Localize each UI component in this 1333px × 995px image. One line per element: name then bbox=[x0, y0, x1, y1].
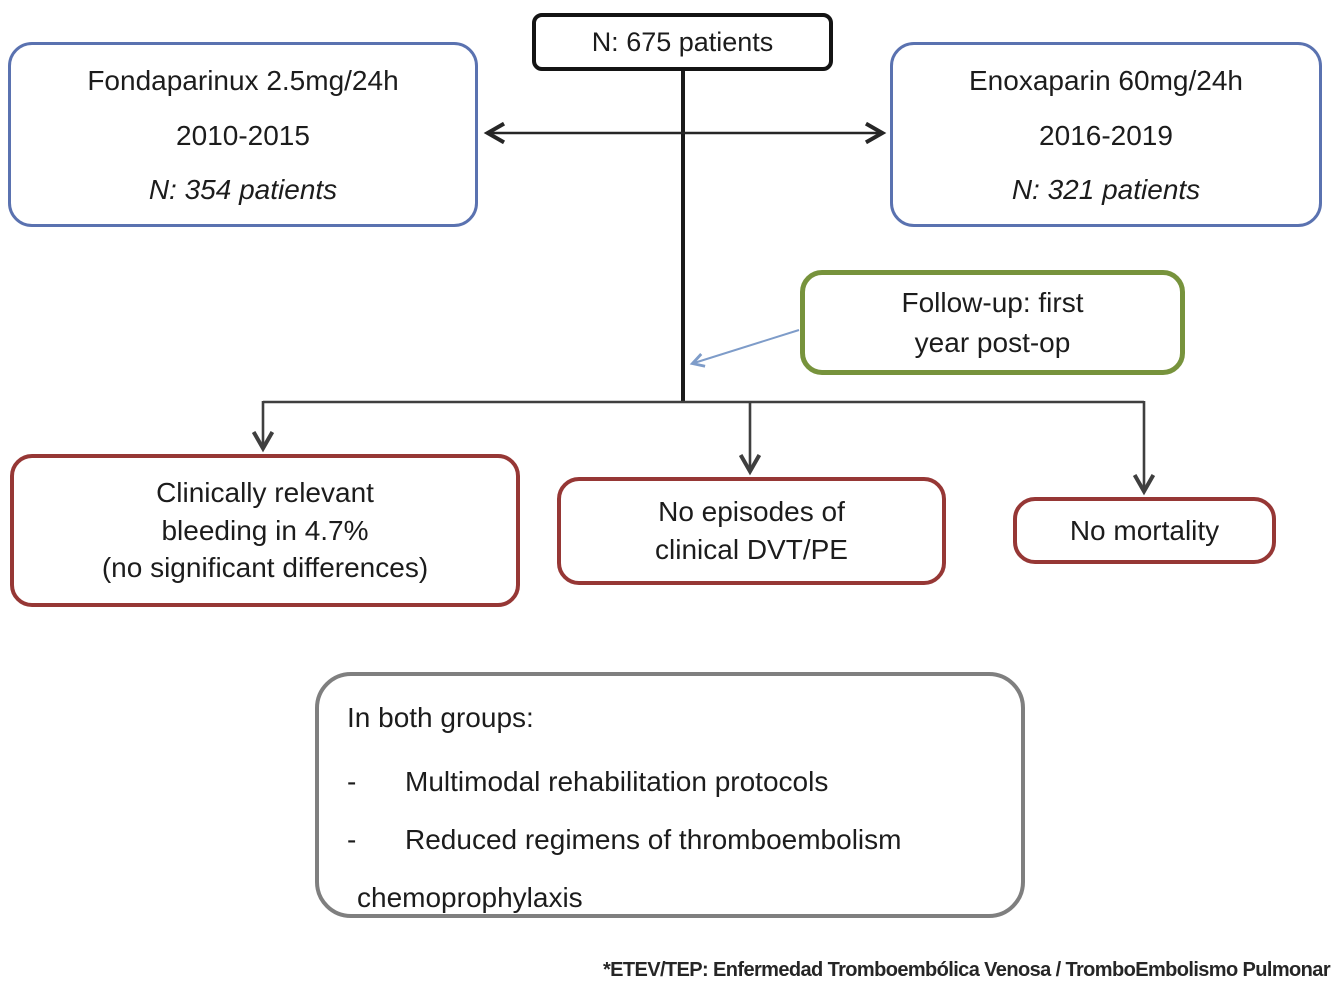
fondaparinux-years-label: 2010-2015 bbox=[176, 119, 310, 151]
note-bullet-rehabilitation-text: Multimodal rehabilitation protocols bbox=[405, 766, 829, 797]
abbreviation-footnote: *ETEV/TEP: Enfermedad Tromboembólica Ven… bbox=[602, 959, 1331, 981]
both-groups-note-box: In both groups: - Multimodal rehabilitat… bbox=[315, 672, 1025, 918]
bleeding-outcome-line3: (no significant differences) bbox=[101, 552, 429, 584]
followup-label-line1: Follow-up: first bbox=[901, 287, 1084, 319]
followup-pointer-arrow bbox=[689, 329, 800, 368]
bleeding-outcome-line1: Clinically relevant bbox=[156, 476, 374, 508]
bleeding-outcome-line2: bleeding in 4.7% bbox=[161, 514, 369, 546]
total-patients-box: N: 675 patients bbox=[532, 13, 833, 71]
note-bullet-chemoprophylaxis: - Reduced regimens of thromboembolism bbox=[347, 824, 1001, 856]
fondaparinux-drug-label: Fondaparinux 2.5mg/24h bbox=[87, 65, 399, 96]
dvt-pe-outcome-line1: No episodes of bbox=[658, 496, 845, 528]
note-bullet-rehabilitation: - Multimodal rehabilitation protocols bbox=[347, 766, 1001, 798]
followup-box: Follow-up: first year post-op bbox=[800, 270, 1185, 375]
enoxaparin-n-label: N: 321 patients bbox=[1011, 174, 1201, 205]
mortality-outcome-box: No mortality bbox=[1013, 497, 1276, 564]
bullet-dash: - bbox=[347, 766, 357, 797]
note-bullet-chemoprophylaxis-cont: chemoprophylaxis bbox=[357, 882, 583, 913]
fondaparinux-n-label: N: 354 patients bbox=[148, 174, 338, 205]
bleeding-outcome-box: Clinically relevant bleeding in 4.7% (no… bbox=[10, 454, 520, 607]
enoxaparin-years-label: 2016-2019 bbox=[1039, 119, 1173, 151]
followup-label-line2: year post-op bbox=[914, 326, 1071, 358]
bullet-dash: - bbox=[347, 824, 357, 855]
enoxaparin-group-box: Enoxaparin 60mg/24h 2016-2019 N: 321 pat… bbox=[890, 42, 1322, 227]
both-groups-title: In both groups: bbox=[347, 702, 534, 733]
note-bullet-chemoprophylaxis-text: Reduced regimens of thromboembolism bbox=[405, 824, 902, 855]
total-patients-label: N: 675 patients bbox=[591, 26, 774, 57]
dvt-pe-outcome-line2: clinical DVT/PE bbox=[655, 534, 848, 565]
enoxaparin-drug-label: Enoxaparin 60mg/24h bbox=[969, 65, 1243, 96]
dvt-pe-outcome-box: No episodes of clinical DVT/PE bbox=[557, 477, 946, 585]
mortality-outcome-label: No mortality bbox=[1069, 514, 1220, 546]
fondaparinux-group-box: Fondaparinux 2.5mg/24h 2010-2015 N: 354 … bbox=[8, 42, 478, 227]
